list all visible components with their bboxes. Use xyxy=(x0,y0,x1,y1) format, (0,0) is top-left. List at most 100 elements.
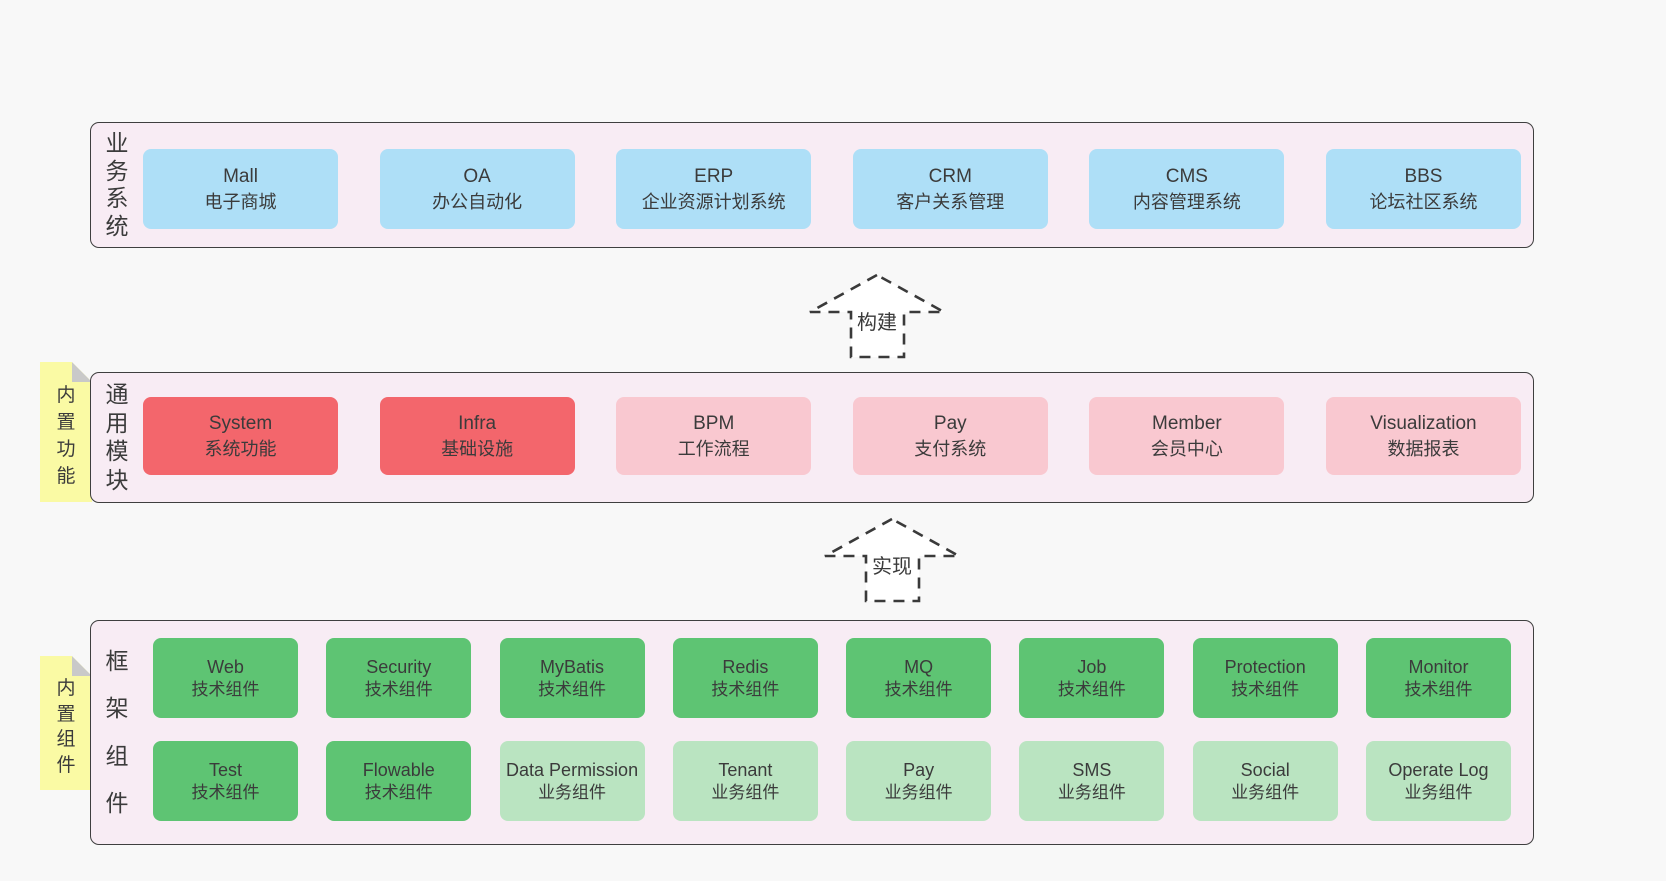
module-box-subtitle: 基础设施 xyxy=(441,438,514,459)
build-arrow-label: 构建 xyxy=(857,311,897,334)
vertical-label-char: 务 xyxy=(105,157,129,184)
module-box-erp: ERP 企业资源计划系统 xyxy=(616,149,812,229)
module-box-title: Mall xyxy=(223,166,258,188)
module-box-subtitle: 技术组件 xyxy=(364,679,433,699)
module-box-title: Web xyxy=(207,657,244,678)
vertical-label-char: 通 xyxy=(105,380,129,407)
module-box-subtitle: 技术组件 xyxy=(364,782,433,802)
module-box-title: OA xyxy=(463,166,491,188)
module-box-subtitle: 业务组件 xyxy=(884,782,953,802)
vertical-label-char: 置 xyxy=(56,412,76,433)
module-box-pay: Pay 支付系统 xyxy=(852,397,1048,475)
vertical-label-char: 内 xyxy=(56,385,76,406)
module-box-title: MyBatis xyxy=(540,657,605,678)
module-box-title: BBS xyxy=(1404,166,1443,188)
module-box-subtitle: 业务组件 xyxy=(1231,782,1300,802)
module-box-subtitle: 会员中心 xyxy=(1150,438,1223,459)
vertical-label-char: 组 xyxy=(56,729,76,751)
module-box-subtitle: 技术组件 xyxy=(1057,679,1126,699)
module-box-title: CMS xyxy=(1165,166,1208,188)
module-box-subtitle: 数据报表 xyxy=(1387,438,1460,459)
module-box-visualization: Visualization 数据报表 xyxy=(1325,397,1521,475)
implement-arrow-icon: 实现 xyxy=(824,517,960,603)
module-box-subtitle: 企业资源计划系统 xyxy=(641,191,786,212)
vertical-label-char: 模 xyxy=(105,438,129,465)
module-box-title: Visualization xyxy=(1370,413,1477,435)
vertical-label-char: 用 xyxy=(105,409,129,436)
module-box-subtitle: 业务组件 xyxy=(711,782,780,802)
module-box-subtitle: 技术组件 xyxy=(884,679,953,699)
module-box-title: Social xyxy=(1240,760,1290,781)
module-box-subtitle: 业务组件 xyxy=(538,782,607,802)
module-box-title: System xyxy=(208,413,273,435)
panel-side-label: 通用模块 xyxy=(99,377,135,498)
vertical-label-char: 件 xyxy=(56,755,76,777)
build-arrow-icon: 构建 xyxy=(809,273,945,359)
module-box-cms: CMS 内容管理系统 xyxy=(1089,149,1285,229)
vertical-label-char: 组 xyxy=(105,742,129,769)
module-box-subtitle: 内容管理系统 xyxy=(1132,191,1241,212)
module-box-title: ERP xyxy=(694,166,734,188)
module-box-title: SMS xyxy=(1072,760,1112,781)
implement-arrow-label: 实现 xyxy=(872,555,912,578)
vertical-label-char: 置 xyxy=(56,703,76,725)
module-box-subtitle: 办公自动化 xyxy=(432,191,523,212)
vertical-label-char: 内 xyxy=(56,677,76,699)
vertical-label-char: 统 xyxy=(105,213,129,240)
module-box-title: Pay xyxy=(933,413,967,435)
module-box-subtitle: 业务组件 xyxy=(1057,782,1126,802)
sticky-tab-builtin-features: 内置功能 xyxy=(40,362,92,502)
module-box-subtitle: 技术组件 xyxy=(191,679,260,699)
vertical-label-char: 件 xyxy=(105,790,129,817)
vertical-label-char: 系 xyxy=(105,185,129,212)
sticky-tab-builtin-components: 内置组件 xyxy=(40,656,92,790)
module-box-subtitle: 系统功能 xyxy=(204,438,277,459)
vertical-label-char: 能 xyxy=(56,466,76,487)
module-box-title: Job xyxy=(1077,657,1107,678)
module-box-subtitle: 支付系统 xyxy=(914,438,987,459)
module-box-subtitle: 工作流程 xyxy=(677,438,750,459)
module-box-title: Protection xyxy=(1224,657,1306,678)
module-box-title: Data Permission xyxy=(506,760,639,781)
module-box-bpm: BPM 工作流程 xyxy=(616,397,812,475)
module-box-subtitle: 技术组件 xyxy=(191,782,260,802)
module-box-title: Redis xyxy=(722,657,769,678)
module-box-title: Pay xyxy=(903,760,935,781)
vertical-label-char: 架 xyxy=(105,695,129,722)
module-box-system: System 系统功能 xyxy=(143,397,338,475)
module-box-title: BPM xyxy=(693,413,735,435)
module-box-title: Member xyxy=(1152,413,1222,435)
module-box-title: Security xyxy=(366,657,432,678)
vertical-label-char: 框 xyxy=(105,647,129,674)
module-box-subtitle: 技术组件 xyxy=(711,679,780,699)
module-box-subtitle: 技术组件 xyxy=(538,679,607,699)
vertical-label-char: 业 xyxy=(105,129,129,156)
module-box-title: Operate Log xyxy=(1388,760,1489,781)
module-box-title: CRM xyxy=(928,166,972,188)
